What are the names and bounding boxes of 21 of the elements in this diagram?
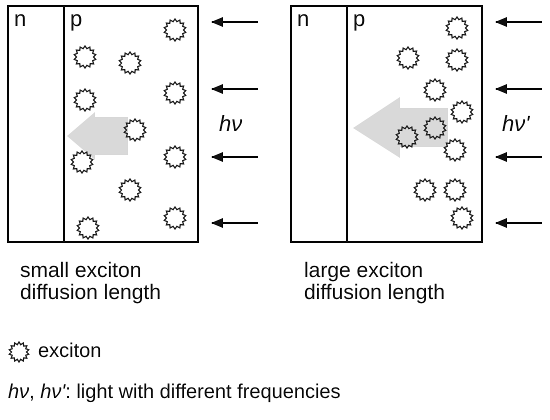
layer-region [7,5,65,243]
light-arrow [495,218,542,228]
light-arrow [211,218,258,228]
layer-label: p [353,7,366,31]
light-arrow [495,152,542,162]
note-text: hν, hν': light with different frequencies [8,382,342,403]
panel-caption: large exciton diffusion length [304,260,446,304]
light-arrow [495,84,542,94]
photon-label: hν [219,112,242,136]
legend-label: exciton [38,340,102,363]
light-arrow [211,17,258,27]
layer-region [63,5,199,243]
light-arrow [211,152,258,162]
photon-label: hν' [502,112,531,136]
layer-label: p [70,7,82,31]
light-arrow [495,17,542,27]
light-arrow [211,84,258,94]
panel-caption: small exciton diffusion length [20,260,162,304]
layer-label: n [297,7,310,31]
layer-region [290,5,348,243]
layer-label: n [14,7,26,31]
